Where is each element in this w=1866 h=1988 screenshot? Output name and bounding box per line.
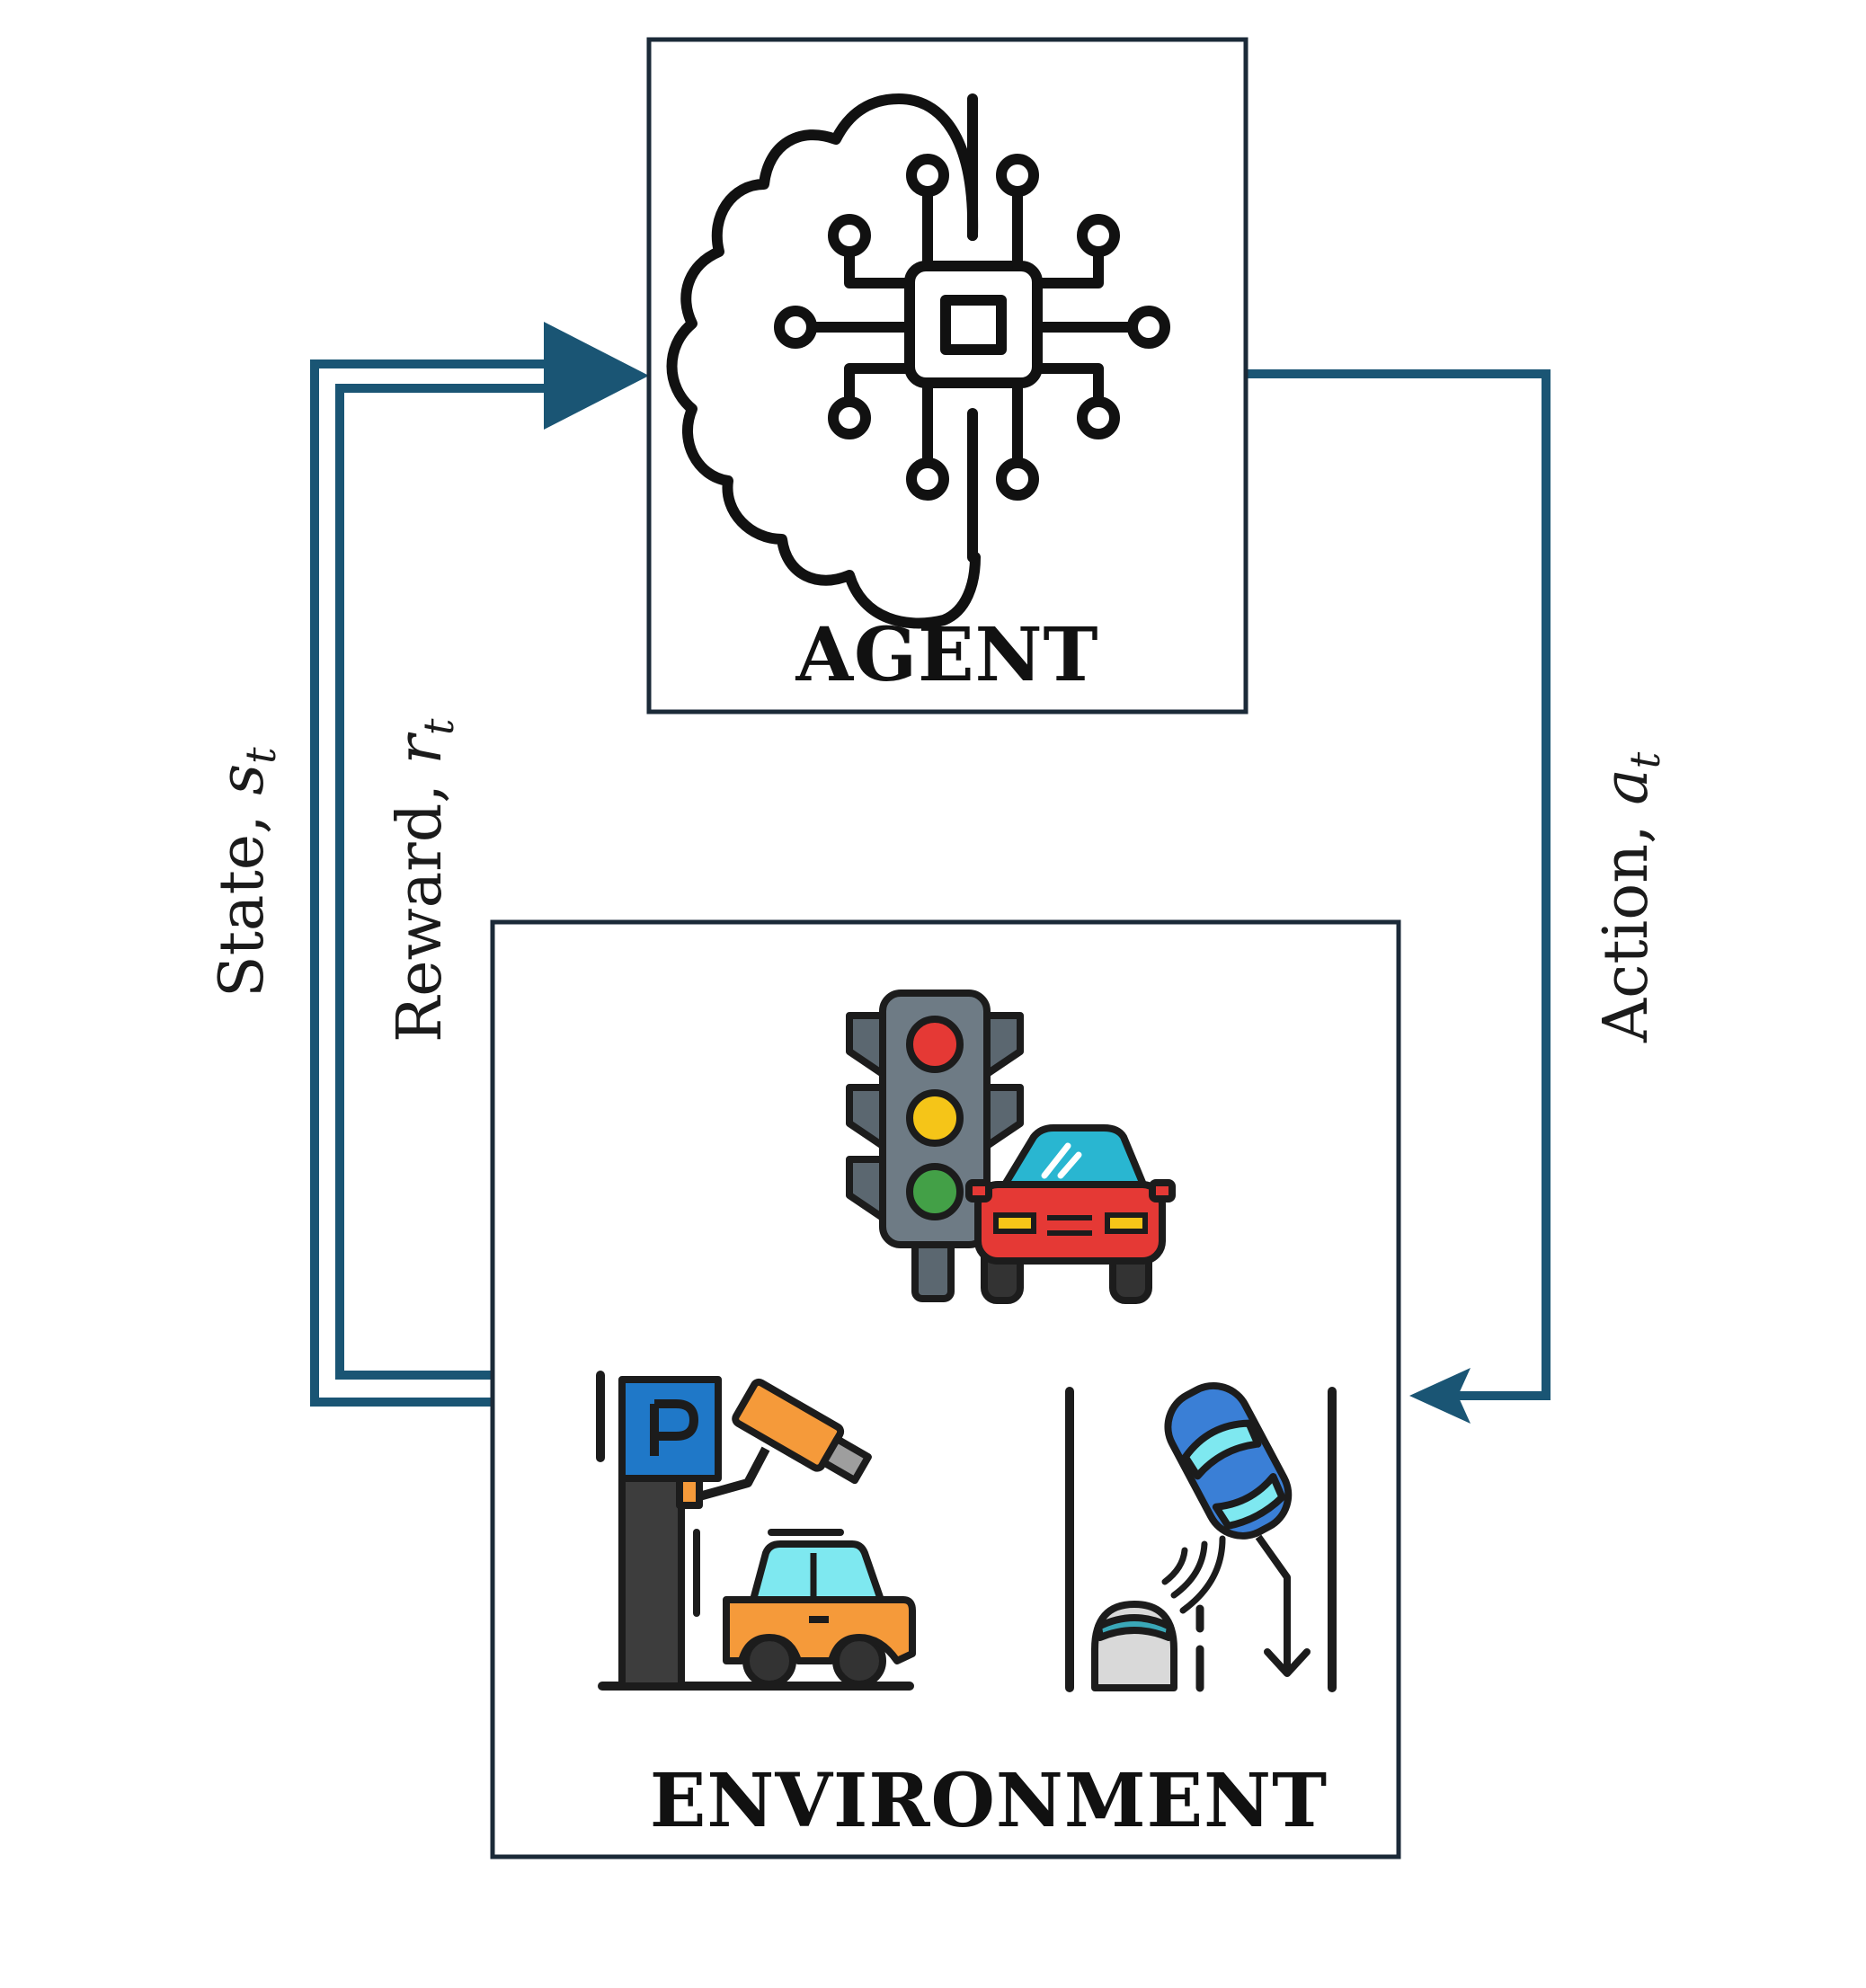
orange-car [723,1596,916,1664]
environment-label: ENVIRONMENT [650,1758,1328,1844]
action-arrowhead [1409,1368,1471,1424]
brain-chip-icon [666,93,1170,629]
parking-sign [618,1376,722,1482]
action-line [1246,369,1551,1400]
state-label: State, st [207,747,285,998]
state-line [310,359,546,1407]
yellow-light [906,1089,964,1147]
reward-edge [335,384,546,1380]
parking-meter-camera-car-icon [596,1371,916,1691]
circuit-traces [804,93,1140,563]
reward-label: Reward, rt [385,718,463,1043]
agent-label: AGENT [795,612,1098,698]
blue-car [1164,1381,1293,1540]
state-edge [310,359,546,1407]
red-car [974,1181,1166,1265]
red-light [906,1016,964,1073]
circuit-nodes [774,154,1170,501]
chip-inner [940,295,1007,355]
brain-outline [666,93,981,629]
traffic-light-car-icon [846,990,1176,1304]
agent-box [646,37,1248,714]
state-reward-arrowhead [544,322,649,430]
action-edge [1246,369,1551,1424]
camera [732,1378,872,1485]
reward-line [335,384,546,1380]
lane-change-sensor-car-icon [1065,1381,1337,1692]
green-light [906,1163,964,1220]
action-label: Action, at [1591,751,1669,1043]
